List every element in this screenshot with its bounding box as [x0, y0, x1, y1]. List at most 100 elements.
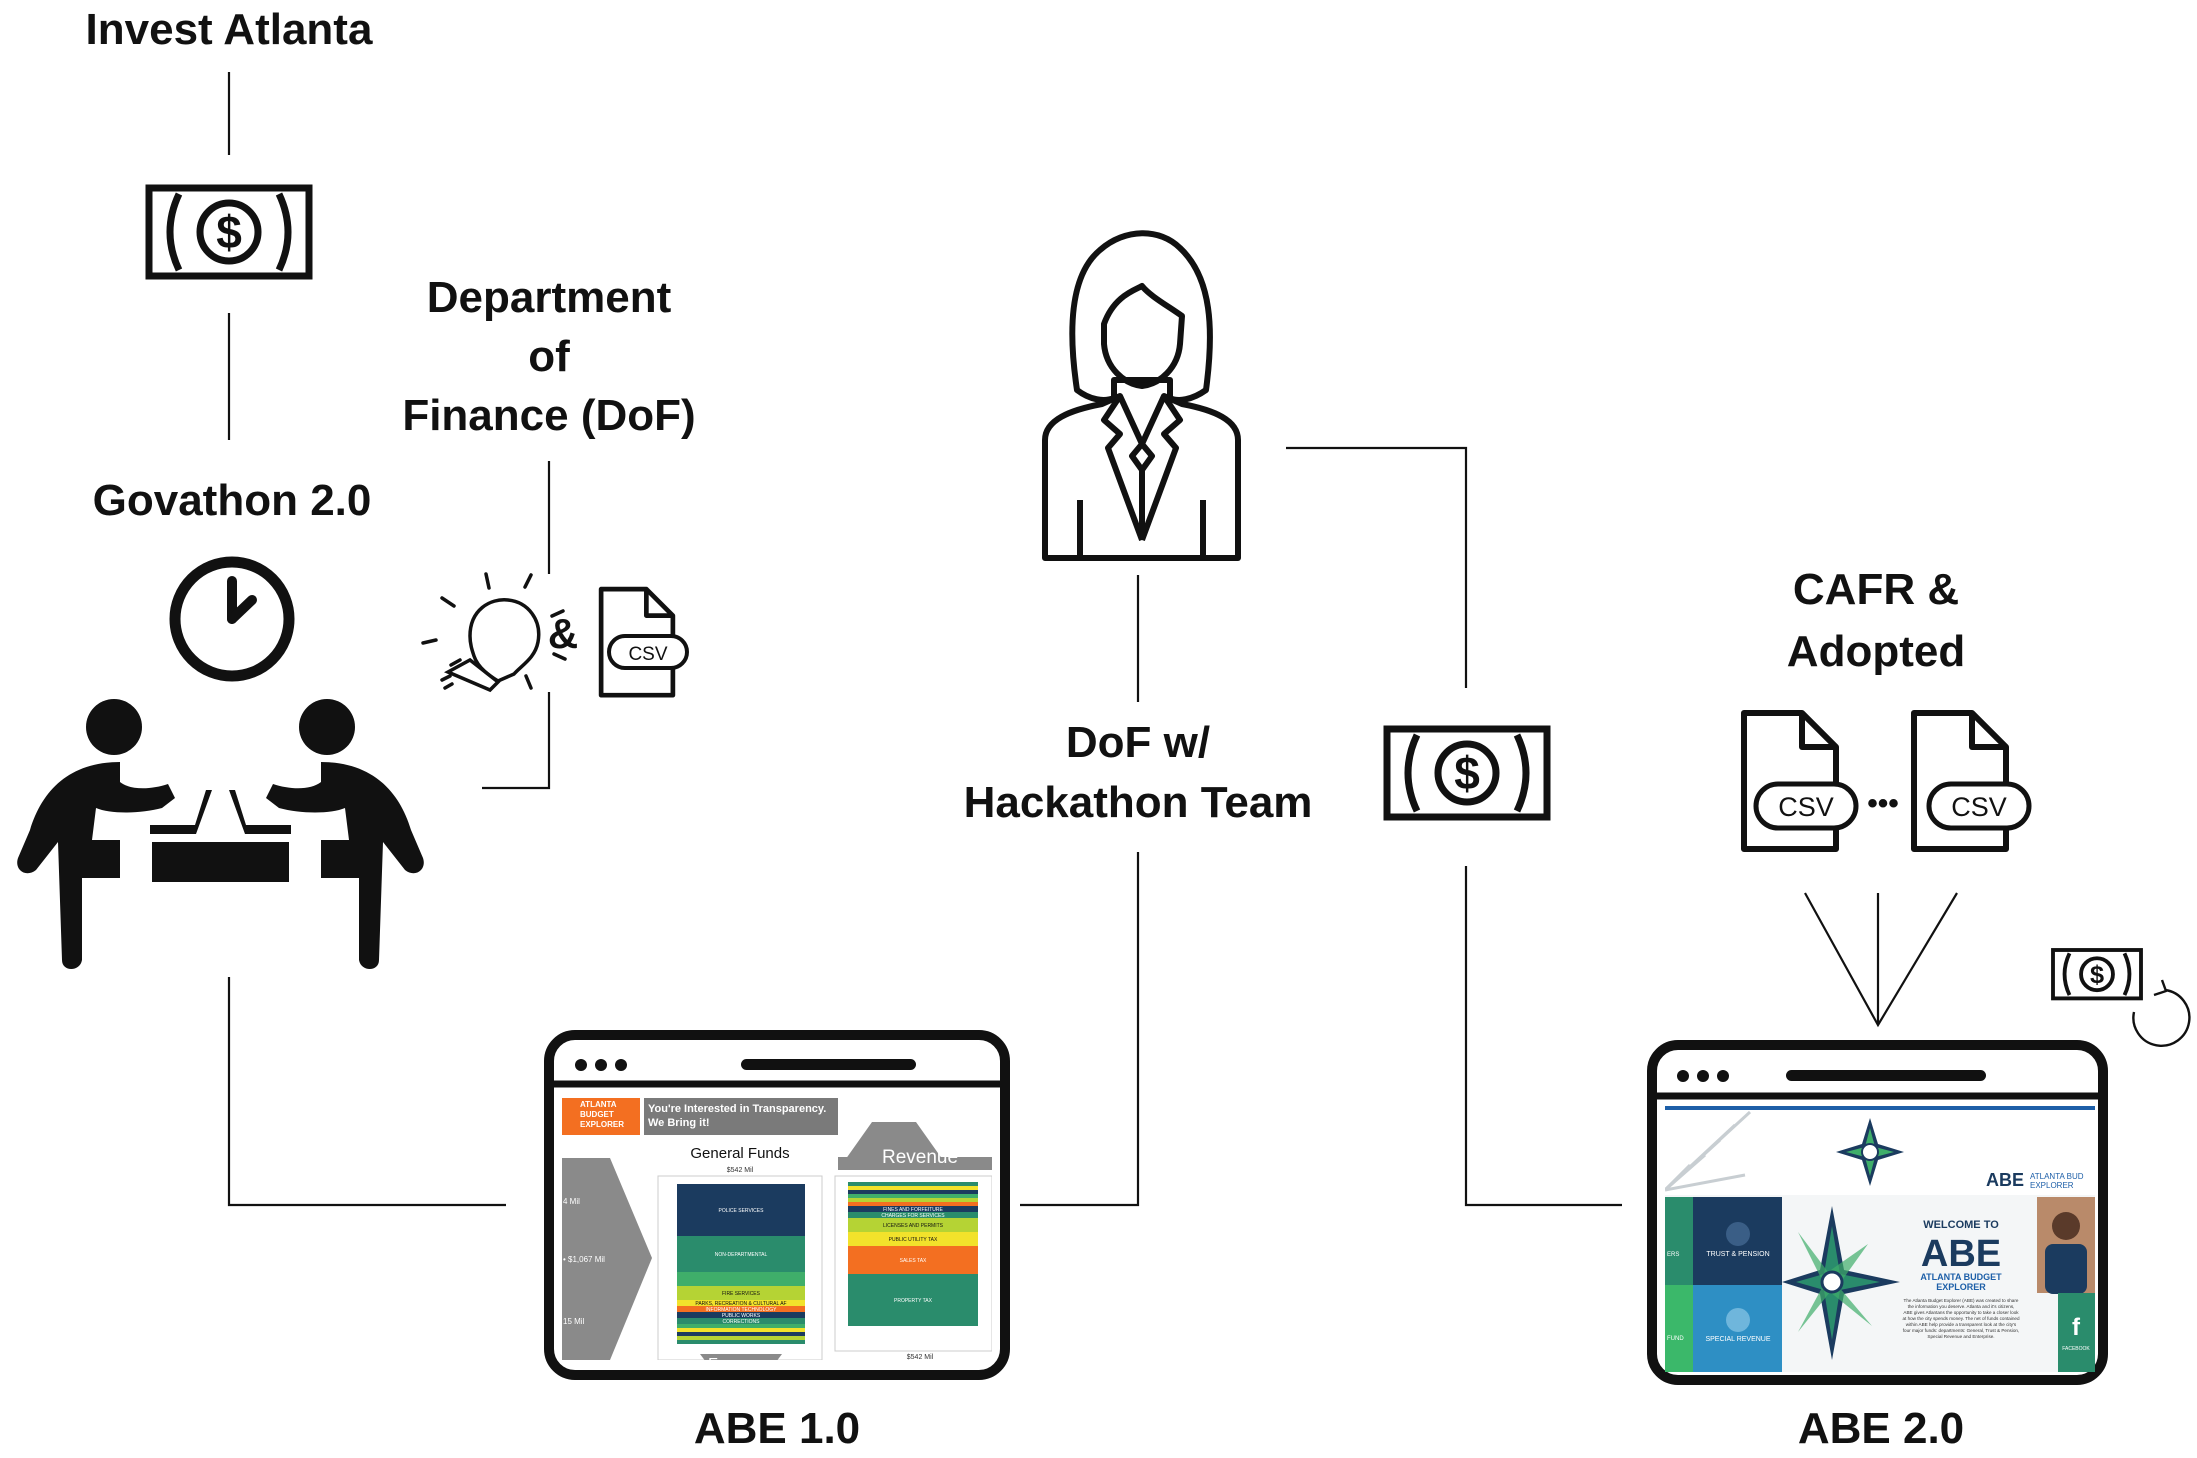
abe2-big-compass: [1782, 1206, 1900, 1360]
revenue-segment: [848, 1206, 978, 1212]
csv-file-icon: CSV: [601, 589, 689, 695]
abe2-body-line: within ABE help provide a transparent lo…: [1906, 1322, 2017, 1327]
dof-hackathon-label: DoF w/ Hackathon Team: [964, 718, 1313, 827]
abe1-left-value: 4 Mil: [563, 1197, 580, 1206]
expense-segment-label: POLICE SERVICES: [719, 1208, 765, 1214]
revenue-segment-label: PUBLIC UTILITY TAX: [889, 1237, 938, 1243]
cafr-line-1: CAFR &: [1793, 565, 1959, 614]
dof-hackathon-line-2: Hackathon Team: [964, 778, 1313, 827]
expense-segment-label: CORRECTIONS: [723, 1319, 761, 1325]
csv-file-label: CSV: [628, 644, 667, 665]
abe1-left-value: • $1,067 Mil: [563, 1255, 605, 1264]
expense-segment-label: INFORMATION TECHNOLOGY: [706, 1307, 778, 1313]
abe1-funds-title: General Funds: [690, 1145, 789, 1162]
govathon-label: Govathon 2.0: [93, 476, 372, 525]
expense-segment: [677, 1286, 805, 1300]
revenue-segment: [848, 1218, 978, 1232]
abe2-brand-sub: ATLANTA BUD: [2030, 1172, 2084, 1181]
connector-lines: [227, 72, 1958, 1207]
abe1-header-line-1: ATLANTA: [580, 1100, 617, 1109]
cafr-adopted-label: CAFR & Adopted: [1787, 565, 1965, 676]
expense-segment-label: PARKS, RECREATION & CULTURAL AF: [695, 1301, 786, 1307]
abe1-banner-line-1: You're Interested in Transparency.: [648, 1103, 826, 1115]
dof-label-line-1: Department: [427, 273, 672, 322]
revenue-segment: [848, 1186, 978, 1190]
expense-segment: [677, 1336, 805, 1340]
abe1-header-line-3: EXPLORER: [580, 1120, 624, 1129]
expense-segment: [677, 1300, 805, 1306]
abe1-banner-line-2: We Bring it!: [648, 1117, 710, 1129]
revenue-segment: [848, 1202, 978, 1206]
lightbulb-icon: [421, 572, 567, 693]
revenue-segment: [848, 1246, 978, 1274]
expense-segment: [677, 1332, 805, 1336]
revenue-segment: [848, 1232, 978, 1246]
expense-segment: [677, 1312, 805, 1318]
revenue-segment-label: LICENSES AND PERMITS: [883, 1223, 944, 1229]
abe2-social-label: FACEBOOK: [2062, 1346, 2090, 1352]
two-people-at-table-icon: [17, 699, 424, 969]
expense-segment: [677, 1184, 805, 1236]
expense-segment: [677, 1340, 805, 1344]
dof-label-line-3: Finance (DoF): [402, 391, 695, 440]
revenue-segment: [848, 1274, 978, 1326]
revenue-segment-label: SALES TAX: [900, 1258, 927, 1264]
abe2-body-line: the information you deserve. Atlanta and…: [1908, 1304, 2015, 1309]
revenue-segment: [848, 1182, 978, 1186]
abe2-body-line: at how the city spends money. The net of…: [1902, 1316, 2019, 1321]
dof-hackathon-line-1: DoF w/: [1066, 718, 1210, 767]
csv-file-label: CSV: [1778, 792, 1834, 822]
businesswoman-icon: [1042, 230, 1241, 561]
abe2-compass-logo: [1836, 1118, 1904, 1186]
revenue-segment-label: FINES AND FORFEITURE: [883, 1207, 943, 1213]
abe2-body-line: The Atlanta Budget Explorer (ABE) was cr…: [1904, 1298, 2019, 1303]
expense-segment-label: PUBLIC WORKS: [722, 1313, 761, 1319]
abe1-funds-total: $542 Mil: [727, 1167, 754, 1174]
abe2-subtitle: EXPLORER: [1936, 1282, 1986, 1292]
money-bill-icon: [2051, 948, 2143, 1001]
csv-file-icon: CSV: [1914, 713, 2032, 849]
ellipsis-connector: •••: [1867, 787, 1899, 820]
facebook-icon: f: [2072, 1314, 2081, 1341]
abe2-brand-sub: EXPLORER: [2030, 1181, 2074, 1190]
abe2-body-text: The Atlanta Budget Explorer (ABE) was cr…: [1902, 1298, 2019, 1339]
abe2-tile-label: SPECIAL REVENUE: [1705, 1336, 1770, 1343]
revenue-segment-label: PROPERTY TAX: [894, 1298, 933, 1304]
expense-segment: [677, 1306, 805, 1312]
department-of-finance-label: Department of Finance (DoF): [402, 273, 695, 440]
abe1-revenue-total: $542 Mil: [907, 1354, 934, 1361]
money-bill-icon: [149, 188, 309, 276]
money-bill-icon: [1387, 729, 1547, 817]
clock-icon: [169, 556, 295, 682]
expense-segment-label: NON-DEPARTMENTAL: [715, 1252, 768, 1258]
abe1-expense-stack: POLICE SERVICES NON-DEPARTMENTAL FIRE SERV…: [677, 1184, 805, 1344]
abe2-label: ABE 2.0: [1798, 1404, 1964, 1453]
abe1-left-value: 15 Mil: [563, 1317, 585, 1326]
abe2-screenshot: ABE ATLANTA BUD EXPLORER ERS FUND TRUST …: [1665, 1106, 2095, 1372]
abe1-header-line-2: BUDGET: [580, 1110, 614, 1119]
revenue-segment: [848, 1212, 978, 1218]
abe2-side-tile-label: ERS: [1667, 1252, 1679, 1258]
abe1-revenue-title: Revenue: [882, 1147, 958, 1168]
cafr-line-2: Adopted: [1787, 627, 1965, 676]
abe2-brand: ABE: [1986, 1170, 2024, 1190]
abe2-subtitle: ATLANTA BUDGET: [1920, 1272, 2002, 1282]
abe2-big-title: ABE: [1921, 1233, 2001, 1275]
csv-file-icon: CSV: [1744, 713, 1859, 849]
dof-label-line-2: of: [528, 332, 570, 381]
abe2-welcome: WELCOME TO: [1923, 1219, 1999, 1231]
expense-segment: [677, 1324, 805, 1328]
abe1-label: ABE 1.0: [694, 1404, 860, 1453]
abe2-tile-label: TRUST & PENSION: [1706, 1251, 1769, 1258]
expense-segment: [677, 1272, 805, 1286]
circular-arrow-icon: [2132, 979, 2191, 1047]
revenue-segment-label: CHARGES FOR SERVICES: [881, 1213, 945, 1219]
expense-segment: [677, 1318, 805, 1324]
ampersand-connector: &: [548, 610, 578, 657]
expense-segment: [677, 1236, 805, 1272]
abe2-side-tile-label: FUND: [1667, 1336, 1684, 1342]
expense-segment-label: FIRE SERVICES: [722, 1291, 761, 1297]
